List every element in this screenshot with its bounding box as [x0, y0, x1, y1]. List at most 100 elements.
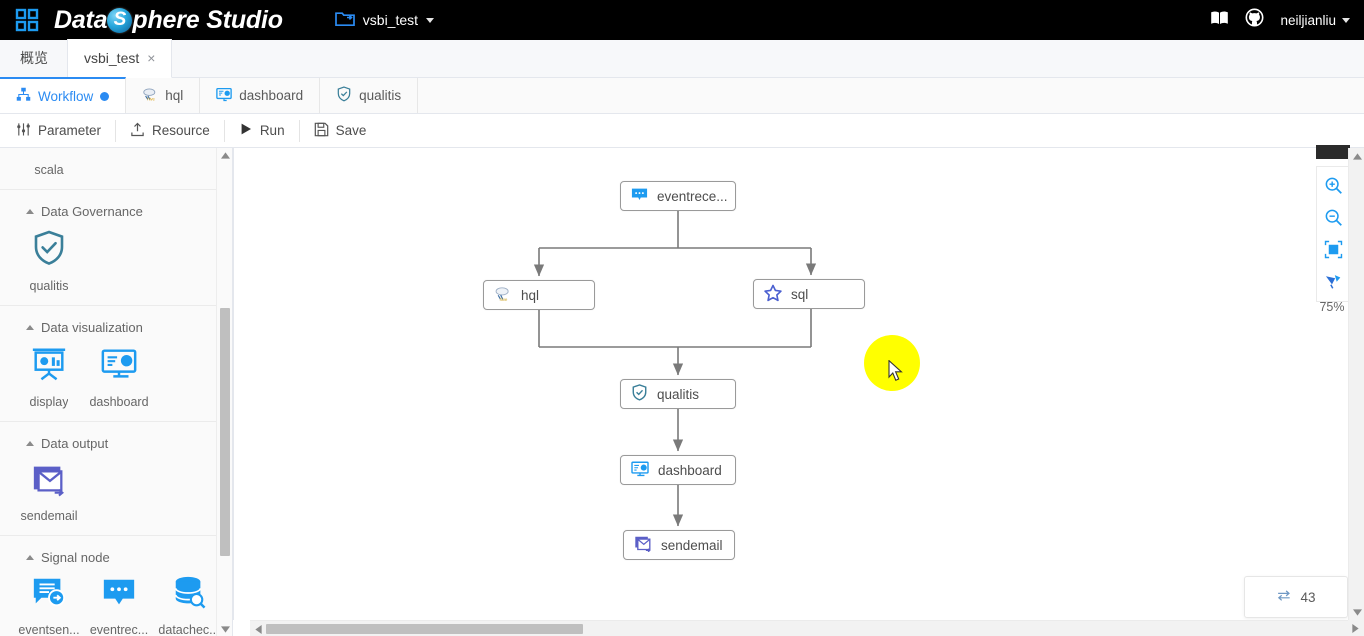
play-icon [239, 122, 253, 139]
tab-hql-label: hql [165, 88, 184, 103]
zoom-in-icon[interactable] [1320, 173, 1346, 197]
zoom-level-label: 75% [1319, 300, 1345, 314]
node-count-card[interactable]: 43 [1244, 576, 1348, 618]
palette-node-sendemail[interactable]: sendemail [14, 457, 84, 523]
palette-group-title: Data visualization [41, 320, 143, 335]
svg-text:hive: hive [500, 296, 508, 301]
canvas-node-eventreceive-label: eventrece... [657, 188, 728, 204]
book-icon[interactable] [1210, 10, 1229, 31]
palette-node-datacheck-label: datachec... [158, 623, 220, 636]
node-count-value: 43 [1300, 589, 1316, 605]
svg-text:hive: hive [148, 96, 156, 101]
tab-qualitis[interactable]: qualitis [320, 78, 419, 113]
tab-workflow[interactable]: Workflow [0, 77, 127, 113]
chevron-up-icon [26, 209, 34, 214]
palette-node-row: scala [0, 148, 232, 177]
canvas-divider [233, 148, 234, 620]
user-name-label: neiljianliu [1280, 12, 1336, 28]
palette-node-scala-label: scala [34, 163, 64, 177]
parameter-button[interactable]: Parameter [0, 119, 117, 142]
chevron-down-icon [426, 17, 435, 23]
palette-node-scala[interactable]: scala [14, 148, 84, 177]
canvas-zoom-toolbar [1316, 166, 1350, 302]
canvas-node-sql[interactable]: sql [753, 279, 865, 309]
project-selector[interactable]: vsbi_test [334, 10, 435, 30]
event-receive-icon [631, 187, 648, 206]
scroll-up-arrow-icon[interactable] [1349, 148, 1364, 164]
tab-vsbi-test-label: vsbi_test [84, 50, 140, 66]
resource-label: Resource [152, 123, 210, 138]
folder-arrow-icon [334, 10, 355, 30]
resource-button[interactable]: Resource [116, 119, 225, 142]
palette-node-dashboard[interactable]: dashboard [84, 341, 154, 409]
canvas-node-hql[interactable]: hive hql [483, 280, 595, 310]
sidebar-scrollbar[interactable] [216, 148, 232, 636]
canvas-node-sql-label: sql [791, 286, 809, 302]
zoom-out-icon[interactable] [1320, 205, 1346, 229]
save-button[interactable]: Save [300, 120, 381, 142]
tab-vsbi-test[interactable]: vsbi_test × [67, 39, 173, 78]
shield-check-icon [30, 229, 68, 272]
brand-s-ball: S [107, 7, 133, 33]
palette-node-eventsend-label: eventsen... [18, 623, 80, 636]
workflow-icon [16, 87, 31, 105]
spark-star-icon [764, 284, 782, 305]
workflow-canvas[interactable]: eventrece... hive hql sql [234, 148, 1348, 620]
display-board-icon [30, 345, 68, 388]
user-menu[interactable]: neiljianliu [1280, 13, 1350, 28]
canvas-node-qualitis[interactable]: qualitis [620, 379, 736, 409]
chevron-up-icon [26, 441, 34, 446]
palette-node-datacheck[interactable]: datachec... [154, 571, 224, 636]
close-icon[interactable]: × [147, 50, 156, 66]
palette-node-display[interactable]: display [14, 341, 84, 409]
hive-icon: hive [142, 87, 158, 105]
save-label: Save [335, 123, 367, 138]
canvas-node-eventreceive[interactable]: eventrece... [620, 181, 736, 211]
upload-icon [130, 122, 145, 140]
scala-icon [29, 148, 69, 156]
palette-node-row: qualitis [0, 225, 232, 293]
grid-apps-icon[interactable] [14, 7, 40, 33]
format-brush-icon[interactable] [1320, 269, 1346, 293]
dashboard-icon [100, 345, 138, 388]
palette-node-qualitis[interactable]: qualitis [14, 225, 84, 293]
event-send-icon [30, 575, 68, 616]
floppy-save-icon [314, 122, 329, 140]
palette-group-header-data-governance[interactable]: Data Governance [0, 200, 232, 225]
palette-node-row: sendemail [0, 457, 232, 523]
canvas-horizontal-scrollbar[interactable] [250, 620, 1348, 636]
canvas-hscroll-thumb[interactable] [266, 624, 583, 634]
palette-node-row: display dashboard [0, 341, 232, 409]
palette-group-header-data-output[interactable]: Data output [0, 432, 232, 457]
palette-group-header-signal-node[interactable]: Signal node [0, 546, 232, 571]
chevron-up-icon [26, 555, 34, 560]
canvas-top-marker [1316, 145, 1350, 159]
run-button[interactable]: Run [225, 119, 300, 142]
sliders-icon [16, 122, 31, 140]
tab-hql[interactable]: hive hql [126, 78, 201, 113]
scroll-down-arrow-icon[interactable] [1349, 604, 1364, 620]
sidebar-scroll-thumb[interactable] [220, 308, 230, 556]
canvas-node-dashboard[interactable]: dashboard [620, 455, 736, 485]
scroll-down-arrow-icon[interactable] [217, 622, 232, 636]
palette-node-display-label: display [29, 395, 69, 409]
event-receive-icon [100, 575, 138, 616]
canvas-node-sendemail[interactable]: sendemail [623, 530, 735, 560]
shield-check-icon [631, 384, 648, 404]
dashboard-icon [631, 461, 649, 480]
workflow-edges [533, 211, 817, 527]
palette-node-eventsend[interactable]: eventsen... [14, 571, 84, 636]
github-icon[interactable] [1245, 8, 1264, 32]
palette-node-eventreceive[interactable]: eventrec... [84, 571, 154, 636]
tab-workflow-label: Workflow [38, 88, 94, 104]
fit-screen-icon[interactable] [1320, 237, 1346, 261]
scroll-up-arrow-icon[interactable] [217, 148, 232, 162]
tab-overview[interactable]: 概览 [0, 39, 67, 77]
canvas-vertical-scrollbar[interactable] [1348, 148, 1364, 636]
palette-group-header-data-visualization[interactable]: Data visualization [0, 316, 232, 341]
send-email-icon [634, 535, 652, 555]
palette-node-row: eventsen... eventrec... [0, 571, 232, 636]
scroll-left-arrow-icon[interactable] [250, 621, 266, 636]
tab-dashboard[interactable]: dashboard [200, 78, 321, 113]
